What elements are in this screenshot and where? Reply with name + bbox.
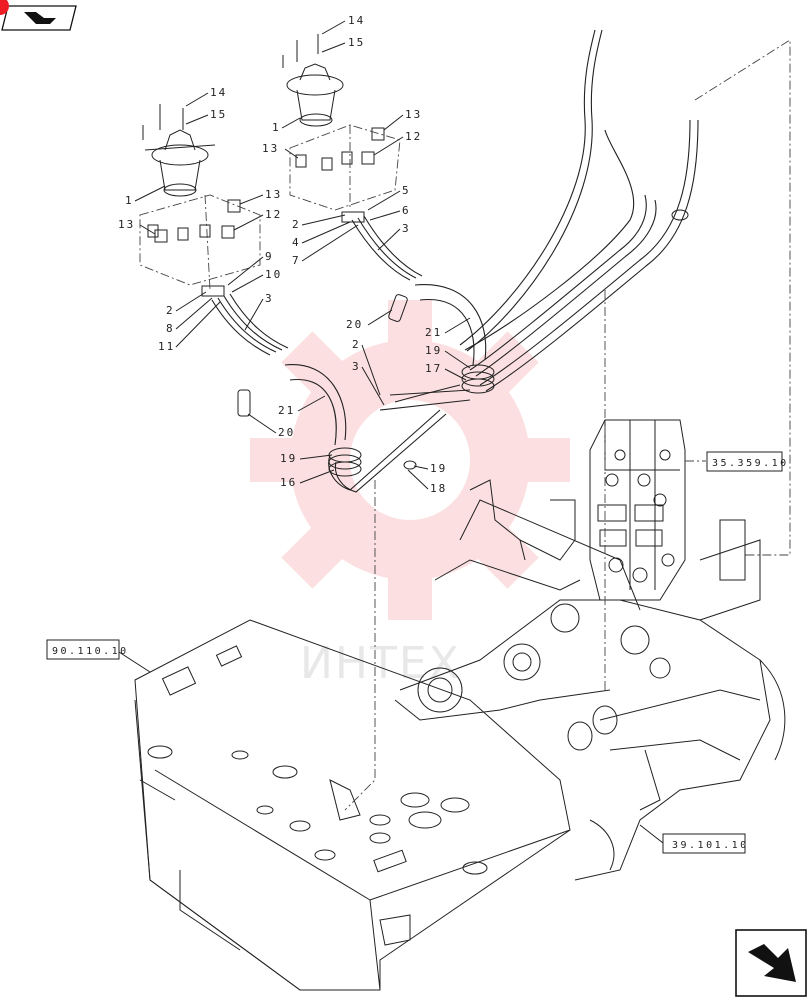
book-arrow-icon[interactable] <box>0 0 77 31</box>
ref-box-39-101-10[interactable]: 39.101.10 <box>662 833 749 854</box>
callout-19: 19 <box>280 452 297 465</box>
joystick-left <box>142 104 241 297</box>
ref-box-35-359-10[interactable]: 35.359.10 <box>706 451 789 472</box>
watermark-gear-icon <box>250 300 570 620</box>
left-group-outline <box>139 194 261 286</box>
callout-14: 14 <box>348 14 365 27</box>
callout-3: 3 <box>402 222 411 235</box>
callout-16: 16 <box>280 476 297 489</box>
joystick-right <box>282 34 385 223</box>
boom-structure <box>394 479 786 881</box>
callout-5: 5 <box>402 184 411 197</box>
chassis-frame <box>134 619 571 991</box>
callout-2: 2 <box>166 304 175 317</box>
callout-7: 7 <box>292 254 301 267</box>
callout-18: 18 <box>430 482 447 495</box>
callout-8: 8 <box>166 322 175 335</box>
callout-17: 17 <box>425 362 442 375</box>
callout-13: 13 <box>118 218 135 231</box>
callout-20: 20 <box>346 318 363 331</box>
callout-14: 14 <box>210 86 227 99</box>
callout-12: 12 <box>265 208 282 221</box>
callout-12: 12 <box>405 130 422 143</box>
leader-lines <box>204 39 791 811</box>
control-valve-block <box>589 419 686 601</box>
callout-4: 4 <box>292 236 301 249</box>
callout-21: 21 <box>425 326 442 339</box>
callout-13: 13 <box>405 108 422 121</box>
watermark-text: ИНТЕХ <box>300 638 461 689</box>
ref-box-90-110-10[interactable]: 90.110.10 <box>46 639 129 660</box>
callout-11: 11 <box>158 340 175 353</box>
ref-label-39-101-10: 39.101.10 <box>672 840 749 851</box>
callout-3: 3 <box>352 360 361 373</box>
callout-15: 15 <box>210 108 227 121</box>
callout-6: 6 <box>402 204 411 217</box>
grommet-20-upper <box>388 294 408 322</box>
watermark <box>250 300 570 620</box>
callout-21: 21 <box>278 404 295 417</box>
grommet-20-lower <box>237 389 251 417</box>
callout-2: 2 <box>352 338 361 351</box>
callout-1: 1 <box>272 121 281 134</box>
callout-20: 20 <box>278 426 295 439</box>
hoses <box>211 29 699 493</box>
callout-2: 2 <box>292 218 301 231</box>
callout-1: 1 <box>125 194 134 207</box>
callout-13: 13 <box>262 142 279 155</box>
callout-9: 9 <box>265 250 274 263</box>
next-page-arrow-icon[interactable] <box>735 929 807 997</box>
callout-13: 13 <box>265 188 282 201</box>
callout-3: 3 <box>265 292 274 305</box>
callout-10: 10 <box>265 268 282 281</box>
ref-label-90-110-10: 90.110.10 <box>52 646 129 657</box>
callout-15: 15 <box>348 36 365 49</box>
callouts: 14 15 1 13 12 13 5 6 2 4 7 3 14 15 1 13 … <box>118 14 471 495</box>
ref-label-35-359-10: 35.359.10 <box>712 458 789 469</box>
callout-19: 19 <box>430 462 447 475</box>
callout-19: 19 <box>425 344 442 357</box>
